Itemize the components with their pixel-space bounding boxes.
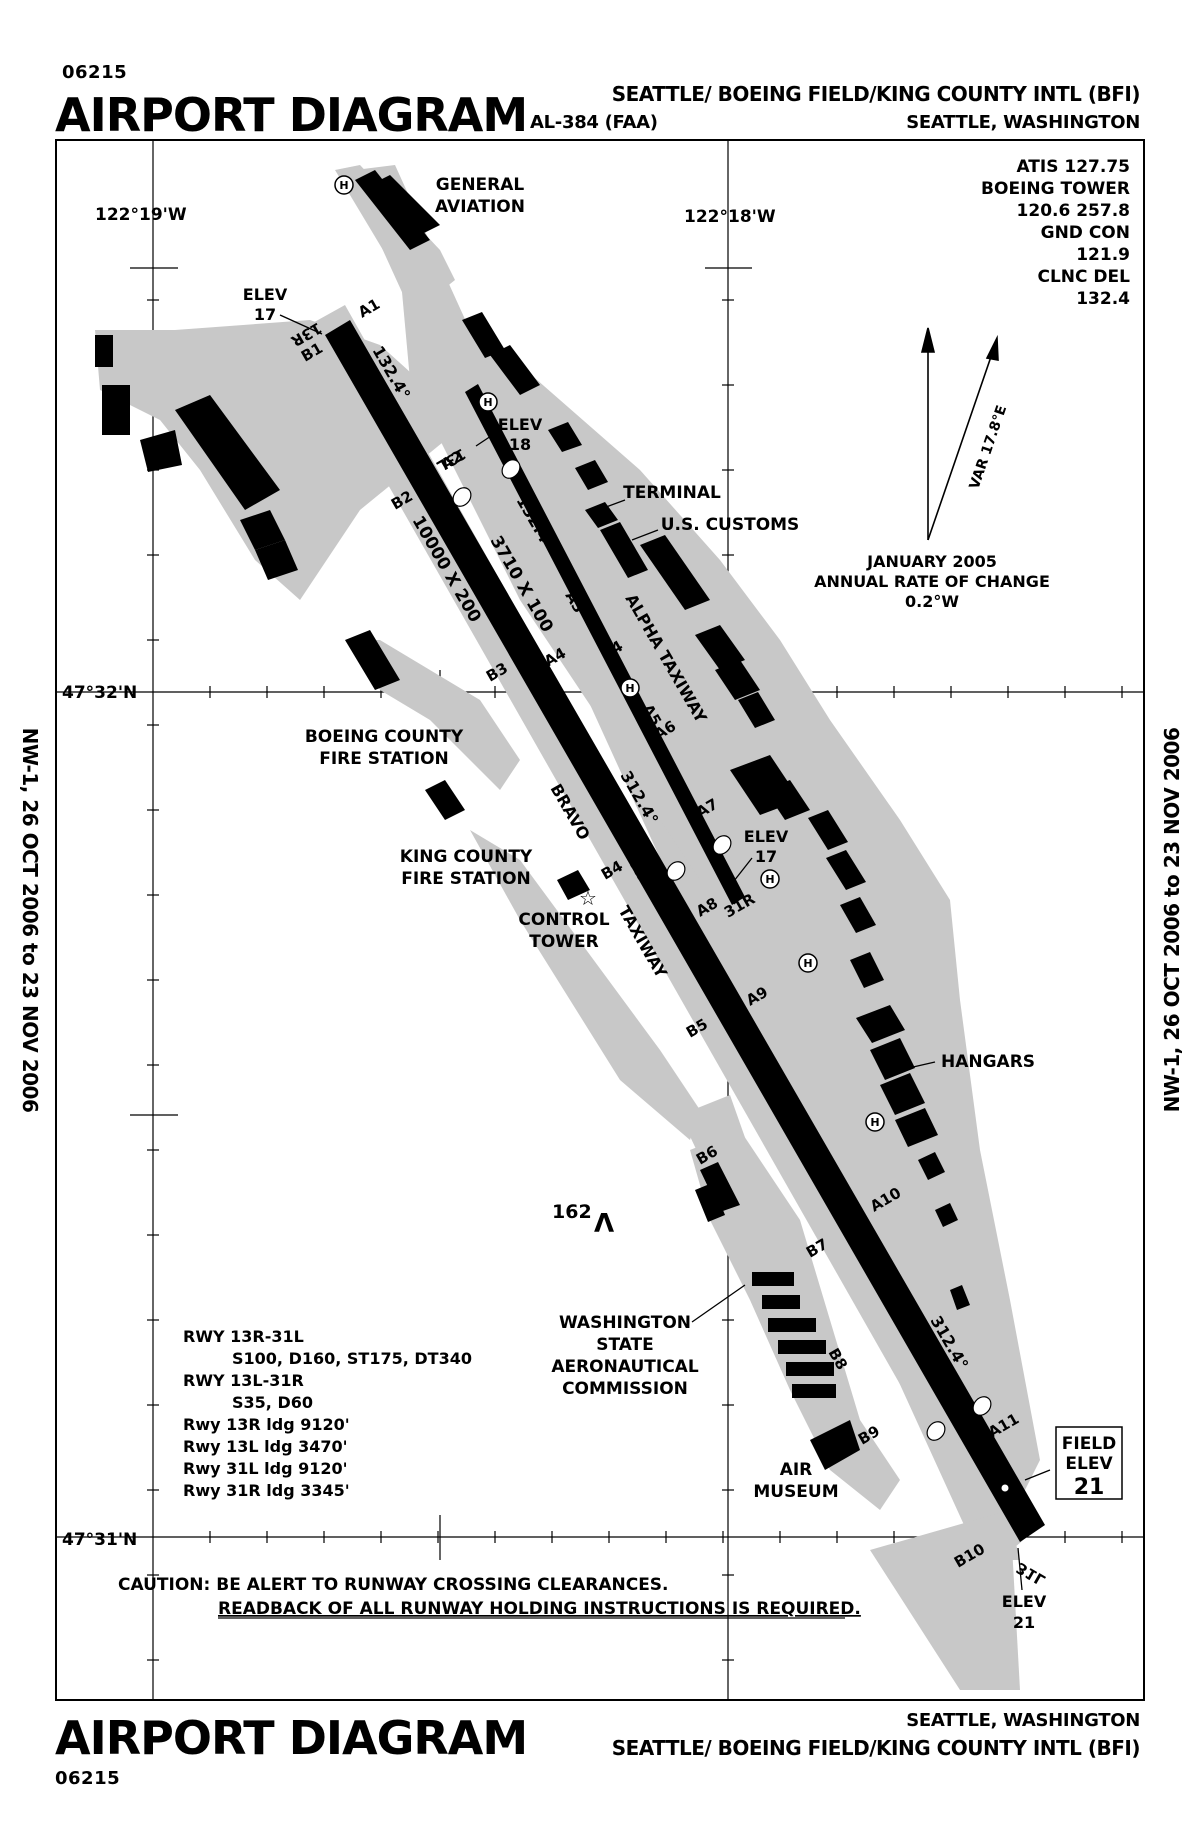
rwy-info-line-5: Rwy 13R ldg 9120' [183,1415,350,1434]
hangars-label: HANGARS [941,1052,1035,1072]
ga-label-2: AVIATION [435,197,525,217]
magnetic-rate: 0.2°W [905,592,959,611]
rwy-info-line-4: S35, D60 [232,1393,313,1412]
rwy-info-line-3: RWY 13L-31R [183,1371,304,1390]
caution-line-1: CAUTION: BE ALERT TO RUNWAY CROSSING CLE… [118,1575,669,1595]
runway-13r-31l [325,320,1045,1542]
south-extension [870,1510,1020,1690]
procedure-ident: AL-384 (FAA) [530,112,658,133]
customs-label: U.S. CUSTOMS [661,515,800,535]
heliport-icon: H [620,678,640,698]
map-frame [55,139,1145,1701]
heliport-icon: H [798,953,818,973]
king-fire-label-1: KING COUNTY [400,847,533,867]
frequency-block: ATIS 127.75 BOEING TOWER 120.6 257.8 GND… [981,157,1130,309]
heliport-icon: H [865,1112,885,1132]
bravo-lower [470,830,700,1140]
atis-frequency: ATIS 127.75 [1016,157,1130,177]
wsac-label-3: AERONAUTICAL [551,1357,699,1377]
runway-13l-31r [465,384,745,905]
footer-city-state: SEATTLE, WASHINGTON [906,1710,1140,1731]
clearance-label: CLNC DEL [1038,267,1131,287]
field-elev-label-2: ELEV [1065,1454,1113,1474]
obstacle-height: 162 [552,1201,592,1223]
obstacle-icon: Λ [594,1209,614,1239]
east-apron [400,270,1040,1520]
ground-frequency: 121.9 [1076,245,1130,265]
airport-name: SEATTLE/ BOEING FIELD/KING COUNTY INTL (… [611,82,1141,106]
ground-label: GND CON [1041,223,1130,243]
boeing-fire-label-1: BOEING COUNTY [305,727,464,747]
tower-label: BOEING TOWER [981,179,1130,199]
wsac-label-1: WASHINGTON [559,1313,691,1333]
magnetic-rate-label: ANNUAL RATE OF CHANGE [814,572,1050,591]
ga-label-1: GENERAL [436,175,525,195]
elev-31r-label: ELEV [744,827,789,846]
elevation-leaders [279,314,1051,1591]
control-tower-icon: ☆ [579,886,597,910]
svg-text:H: H [339,179,348,192]
caution-line-2: READBACK OF ALL RUNWAY HOLDING INSTRUCTI… [218,1599,861,1619]
elev-31l-label: ELEV [1002,1592,1047,1611]
tower-label-2: TOWER [529,932,599,952]
latitude-north-label: 47°32'N [62,683,137,703]
facility-leaders [597,499,936,1323]
tower-frequency: 120.6 257.8 [1017,201,1130,221]
city-state: SEATTLE, WASHINGTON [906,112,1140,133]
boeing-fire-label-2: FIRE STATION [319,749,449,769]
field-elev-label-1: FIELD [1062,1434,1117,1454]
runway-info-block: RWY 13R-31L S100, D160, ST175, DT340 RWY… [183,1327,472,1500]
wsac-label-4: COMMISSION [562,1379,688,1399]
svg-text:H: H [803,957,812,970]
magnetic-variation: VAR 17.8°E [967,403,1011,491]
hot-spots [452,459,992,1441]
footer-document-number: 06215 [55,1768,121,1789]
document-number: 06215 [62,62,128,83]
b6-apron [680,1095,760,1200]
heliport-icon: H [478,392,498,412]
longitude-east-label: 122°18'W [684,207,776,227]
footer-title: AIRPORT DIAGRAM [55,1711,528,1765]
elev-31r-value: 17 [755,847,777,866]
elevation-labels: ELEV 17 ELEV 18 ELEV 17 ELEV 21 [243,285,1047,1632]
heliports: H H H H H H [334,175,885,1132]
rwy-info-line-1: RWY 13R-31L [183,1327,304,1346]
elev-13l-label: ELEV [498,415,543,434]
facility-labels: GENERAL AVIATION TERMINAL U.S. CUSTOMS B… [305,175,1035,1502]
page-title: AIRPORT DIAGRAM [55,88,528,142]
svg-text:H: H [870,1116,879,1129]
north-arrow [920,327,999,541]
heliport-icon: H [760,869,780,889]
elev-13r-value: 17 [254,305,276,324]
field-elevation-box [1055,1426,1123,1500]
clearance-frequency: 132.4 [1076,289,1130,309]
elev-31l-value: 21 [1013,1613,1035,1632]
tower-label-1: CONTROL [518,910,609,930]
buildings [95,170,970,1470]
svg-text:H: H [483,396,492,409]
field-elev-value: 21 [1074,1475,1105,1500]
wsac-label-2: STATE [596,1335,654,1355]
rwy-info-line-7: Rwy 31L ldg 9120' [183,1459,348,1478]
elev-13r-label: ELEV [243,285,288,304]
museum-label-2: MUSEUM [753,1482,838,1502]
latitude-south-label: 47°31'N [62,1530,137,1550]
runway-31l-label: 31L [1013,1559,1049,1590]
airport-reference-point [1001,1484,1009,1492]
heliport-icon: H [334,175,354,195]
svg-text:H: H [625,682,634,695]
taxiway-a1: A1 [355,295,383,322]
elev-13l-value: 18 [509,435,531,454]
longitude-west-label: 122°19'W [95,205,187,225]
magnetic-date: JANUARY 2005 [866,552,997,571]
terminal-label: TERMINAL [623,483,721,503]
svg-text:H: H [765,873,774,886]
museum-label-1: AIR [780,1460,813,1480]
rwy-info-line-2: S100, D160, ST175, DT340 [232,1349,472,1368]
rwy-info-line-8: Rwy 31R ldg 3345' [183,1481,350,1500]
footer-airport-name: SEATTLE/ BOEING FIELD/KING COUNTY INTL (… [611,1736,1141,1760]
king-fire-label-2: FIRE STATION [401,869,531,889]
rwy-info-line-6: Rwy 13L ldg 3470' [183,1437,348,1456]
